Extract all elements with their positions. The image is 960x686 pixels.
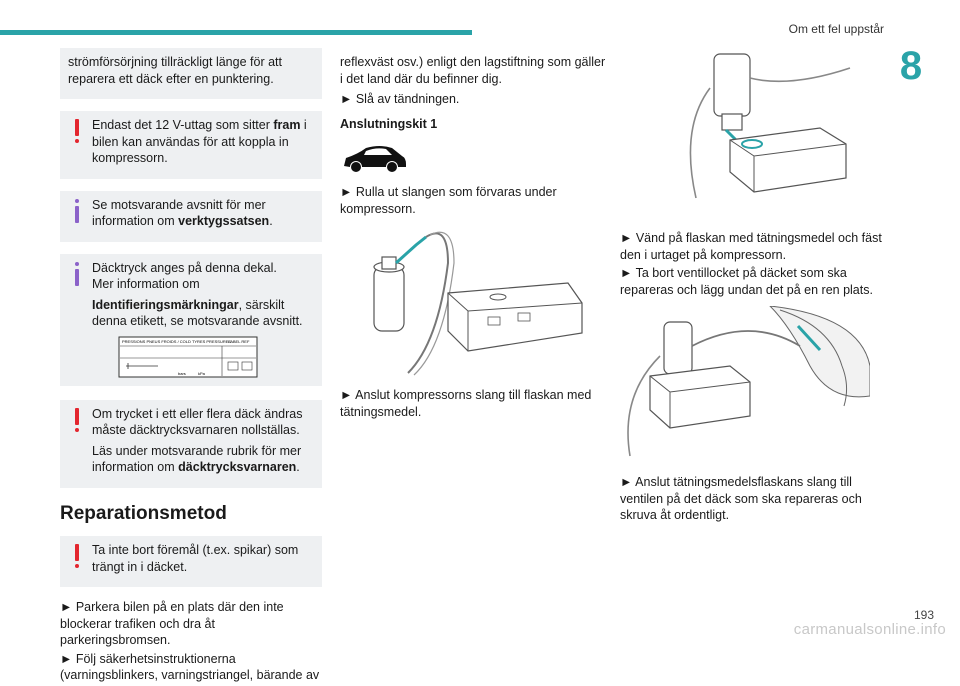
info-text: Se motsvarande avsnitt för mer informati… [92,197,273,229]
section-title: Om ett fel uppstår [788,22,884,36]
info-icon [70,261,84,288]
subheading: Anslutningskit 1 [340,116,438,131]
warning-icon [70,544,84,570]
chapter-number: 8 [886,38,936,94]
warning-text-continued: Läs under motsvarande rubrik för mer inf… [92,443,302,475]
instruction-step: ► Slå av tändningen. [340,92,460,106]
instruction-step: ► Parkera bilen på en plats där den inte… [60,600,284,647]
warning-box-pressure-change: Om trycket i ett eller flera däck ändras… [60,399,322,488]
info-text-continued: Identifieringsmärkningar, särskilt denna… [92,297,303,329]
column-right: ► Vänd på flaskan med tätningsmedel och … [620,48,886,526]
car-silhouette-icon [344,146,406,172]
page-number: 193 [913,608,934,622]
box-text: strömförsörjning tillräckligt länge för … [68,55,282,86]
warning-text: Om trycket i ett eller flera däck ändras… [92,406,303,438]
instruction-step: ► Följ säkerhetsinstruktionerna (varning… [60,651,320,683]
compressor-hose-to-bottle-illustration [373,231,583,376]
label-unit-kpa: kPa [198,371,206,376]
section-heading: Reparationsmetod [60,502,227,524]
info-box-toolkit: Se motsvarande avsnitt för mer informati… [60,190,322,242]
instruction-step: ► Ta bort ventillocket på däcket som ska… [620,266,873,297]
instruction-step: ► Vänd på flaskan med tätningsmedel och … [620,231,882,262]
continued-info-box: strömförsörjning tillräckligt länge för … [60,48,322,99]
paragraph: reflexväst osv.) enligt den lagstiftning… [340,55,606,86]
warning-box-12v: Endast det 12 V-uttag som sitter fram i … [60,111,322,179]
warning-icon [70,119,84,145]
instruction-step: ► Anslut kompressorns slang till flaskan… [340,388,592,419]
label-unit-bars: bars [178,371,186,376]
info-text: Däcktryck anges på denna dekal.Mer infor… [92,260,277,292]
label-code: LABEL REF [228,339,250,344]
warning-icon [70,407,84,434]
instruction-step: ► Anslut tätningsmedelsflaskans slang ti… [620,475,862,522]
warning-text: Ta inte bort föremål (t.ex. spikar) som … [92,543,299,574]
warning-box-foreign-objects: Ta inte bort föremål (t.ex. spikar) som … [60,536,322,587]
info-icon [70,198,84,225]
column-middle: reflexväst osv.) enligt den lagstiftning… [340,48,606,422]
info-box-tyre-label: Däcktryck anges på denna dekal.Mer infor… [60,253,322,386]
warning-text: Endast det 12 V-uttag som sitter fram i … [92,118,307,165]
bottle-on-compressor-illustration [689,53,851,199]
header-accent-bar [0,30,472,35]
column-left: strömförsörjning tillräckligt länge för … [60,48,322,686]
watermark-text: carmanualsonline.info [793,621,946,638]
label-heading: PRESSIONS PNEUS FROIDS / COLD TYRES PRES… [122,339,231,344]
instruction-step: ► Rulla ut slangen som förvaras under ko… [340,185,557,216]
hose-to-tyre-valve-illustration [627,306,870,457]
tyre-pressure-label-illustration: PRESSIONS PNEUS FROIDS / COLD TYRES PRES… [118,336,258,377]
